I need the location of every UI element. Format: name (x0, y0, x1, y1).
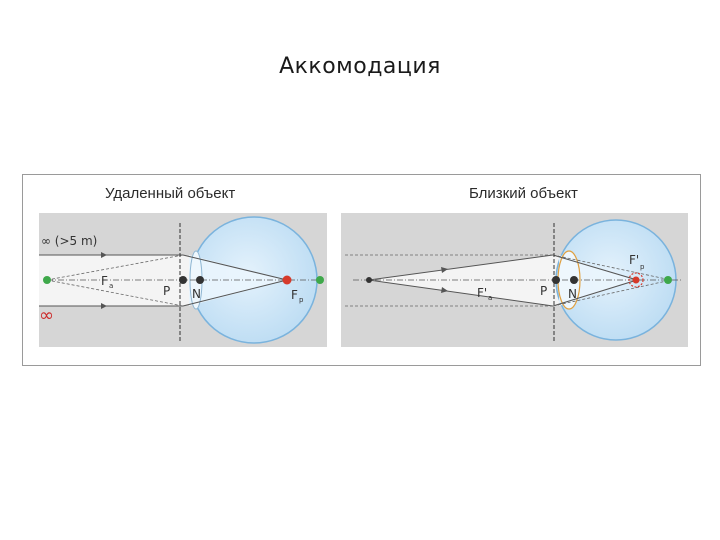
panel-title-distant: Удаленный объект (105, 185, 236, 202)
label-Fp: F (291, 288, 298, 302)
dashed-ray-bottom (46, 279, 184, 307)
label-N: N (568, 287, 577, 301)
ray-top-refracted (552, 254, 638, 281)
focal-point-circle (628, 272, 644, 288)
point-N (196, 276, 204, 284)
panel-distant: ∞ (>5 m) ∞ F a P N F p (39, 213, 327, 347)
ray-top-refracted (182, 254, 288, 281)
label-Fa: F' (477, 286, 487, 300)
ray-bottom-refracted (552, 279, 638, 307)
point-N (570, 276, 578, 284)
arrow-icon (441, 287, 448, 293)
point-P (552, 276, 560, 284)
label-Fp-sub: p (640, 263, 645, 271)
panel-title-near: Близкий объект (469, 185, 578, 202)
retina-point (316, 276, 324, 284)
label-Fp: F' (629, 253, 639, 267)
panel-near: F' a P N F' p (341, 213, 688, 347)
infinity-symbol: ∞ (39, 305, 54, 326)
ray-top (368, 254, 554, 281)
ray-bottom (368, 279, 554, 307)
dashed-ray-bottom (552, 279, 672, 307)
slide-title: Аккомодация (279, 54, 441, 79)
refracted-beam (189, 255, 287, 306)
label-Fp-sub: p (299, 296, 304, 304)
object-point (366, 277, 372, 283)
label-Fa: F (101, 274, 108, 288)
distance-label: ∞ (>5 m) (41, 234, 97, 248)
ray-bottom-refracted (182, 279, 288, 307)
object-point (43, 276, 51, 284)
point-P (179, 276, 187, 284)
dashed-ray-top (552, 254, 672, 281)
arrow-icon (101, 303, 107, 309)
dashed-ray-top (46, 254, 184, 281)
accommodation-diagram: ∞ (>5 m) ∞ F a P N F p (39, 213, 688, 347)
arrow-icon (101, 252, 107, 258)
label-N: N (192, 287, 201, 301)
focal-point-Fp (632, 276, 640, 284)
label-P: P (540, 284, 547, 298)
label-Fa-sub: a (488, 294, 492, 302)
arrow-icon (441, 267, 448, 273)
retina-point (664, 276, 672, 284)
accommodation-figure: Удаленный объект Близкий объект (22, 174, 701, 366)
focal-point-Fp (282, 275, 292, 285)
label-Fa-sub: a (109, 282, 113, 290)
label-P: P (163, 284, 170, 298)
